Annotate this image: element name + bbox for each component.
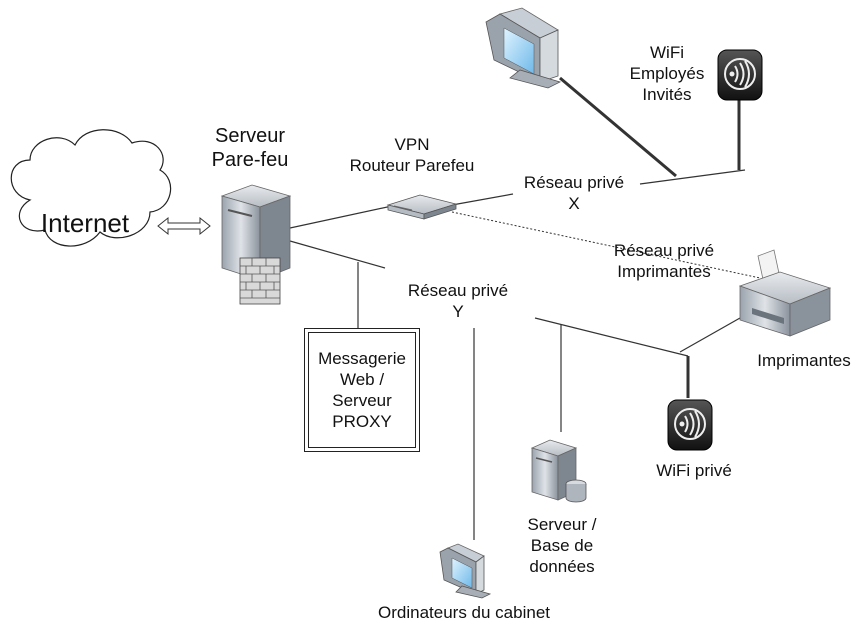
printer-icon	[738, 249, 832, 337]
database-server-label: Serveur / Base de données	[527, 515, 597, 576]
link-monitor-network-x	[559, 76, 677, 178]
cloud-icon	[10, 129, 172, 247]
private-network-x-label: Réseau privé X	[523, 173, 625, 213]
bidirectional-arrow-icon	[157, 216, 211, 236]
firewall-server-label: Serveur Pare-feu	[211, 125, 289, 171]
wifi-guest-label: WiFi Employés Invités	[629, 43, 705, 104]
internet-label: Internet	[40, 208, 130, 238]
wifi-private-label: WiFi privé	[656, 461, 732, 480]
link-router-network-x	[451, 193, 514, 206]
private-network-y-label: Réseau privé Y	[407, 281, 509, 321]
wifi-access-point-icon	[667, 399, 713, 451]
proxy-server-box: Messagerie Web / Serveur PROXY	[304, 328, 420, 452]
connections	[289, 76, 761, 540]
printers-label: Imprimantes	[757, 351, 851, 370]
private-network-printers-label: Réseau privé Imprimantes	[613, 241, 715, 281]
monitor-icon	[485, 7, 562, 89]
link-network-x-east	[639, 169, 746, 185]
wifi-access-point-icon	[717, 49, 763, 101]
vpn-router-label: VPN Routeur Parefeu	[349, 135, 475, 175]
link-router-printers-dotted	[451, 211, 761, 279]
firewall-brick-icon	[239, 257, 281, 305]
link-printers	[679, 317, 741, 353]
office-computers-label: Ordinateurs du cabinet	[378, 603, 550, 622]
database-icon	[530, 439, 587, 503]
link-firewall-router	[289, 205, 393, 229]
router-icon	[386, 194, 458, 220]
monitor-icon	[439, 543, 492, 599]
link-network-y-east	[534, 317, 689, 357]
link-firewall-network-y	[289, 240, 386, 269]
